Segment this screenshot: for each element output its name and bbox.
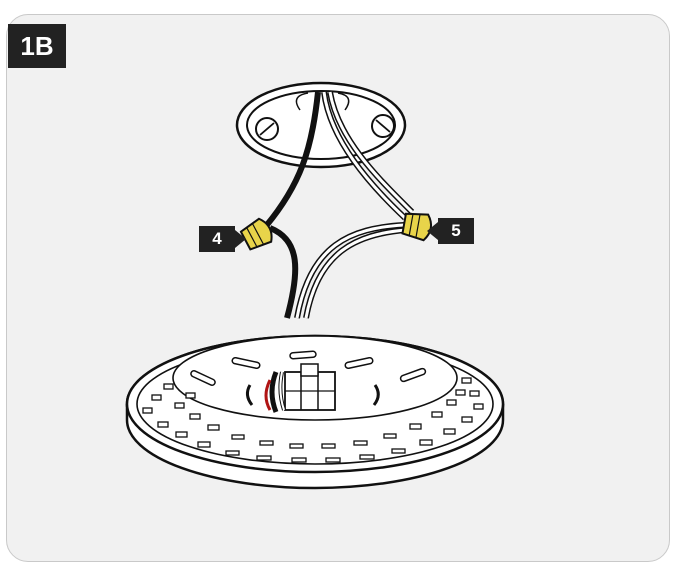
fixture-white-wire <box>294 222 407 319</box>
wire-connector-icon <box>239 217 273 251</box>
ceiling-fixture-icon <box>125 334 505 490</box>
callout-5: 5 <box>438 218 474 244</box>
house-white-wire <box>321 91 415 221</box>
house-black-wire <box>263 91 321 228</box>
callout-5-arrow-icon <box>427 222 438 240</box>
junction-box-icon <box>235 81 407 169</box>
callout-4: 4 <box>199 226 235 252</box>
callout-4-arrow-icon <box>235 230 246 248</box>
step-badge: 1B <box>8 24 66 68</box>
fixture-black-wire <box>268 225 299 319</box>
